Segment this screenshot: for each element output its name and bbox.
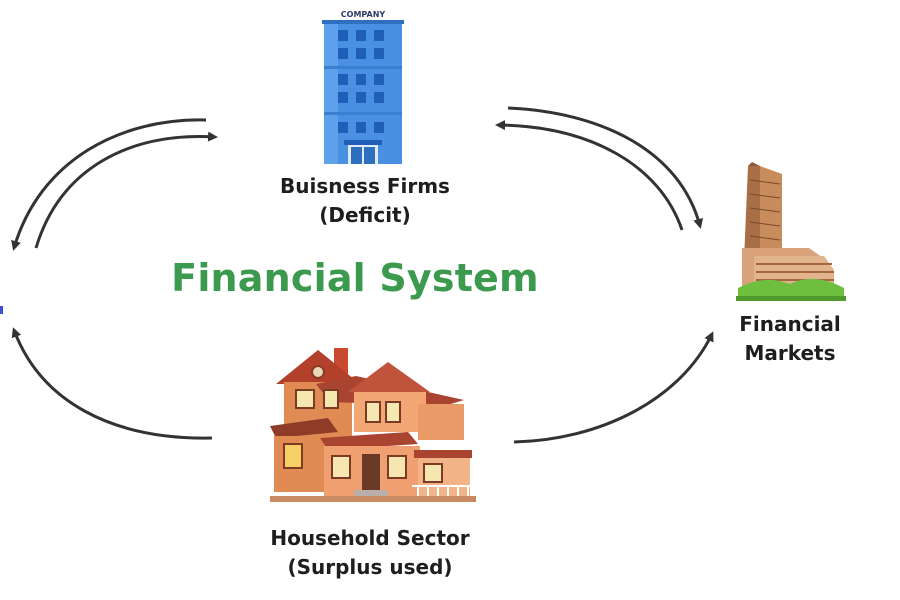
office-building-icon: COMPANY (322, 10, 404, 164)
arrow-to-left-outer (11, 118, 207, 251)
business-firms-status: (Deficit) (319, 203, 411, 227)
arrow-from-household-left (11, 327, 213, 440)
household-sector-status: (Surplus used) (287, 555, 453, 579)
stock-exchange-tower-icon (736, 162, 846, 301)
financial-markets-label: Financial Markets (720, 310, 860, 368)
business-firms-name: Buisness Firms (280, 174, 450, 198)
left-edge-fragment (0, 306, 3, 314)
company-sign: COMPANY (341, 10, 386, 19)
arrow-to-markets-outer (507, 106, 704, 229)
financial-markets-line2: Markets (744, 341, 836, 365)
arrow-from-household-to-markets (513, 331, 714, 444)
household-sector-label: Household Sector (Surplus used) (230, 524, 510, 582)
house-icon (270, 348, 476, 502)
arrow-to-business-inner (34, 131, 218, 249)
diagram-title: Financial System (171, 256, 539, 300)
arrow-to-business-from-markets (495, 120, 684, 231)
household-sector-name: Household Sector (270, 526, 470, 550)
financial-markets-line1: Financial (739, 312, 841, 336)
business-firms-label: Buisness Firms (Deficit) (230, 172, 500, 230)
